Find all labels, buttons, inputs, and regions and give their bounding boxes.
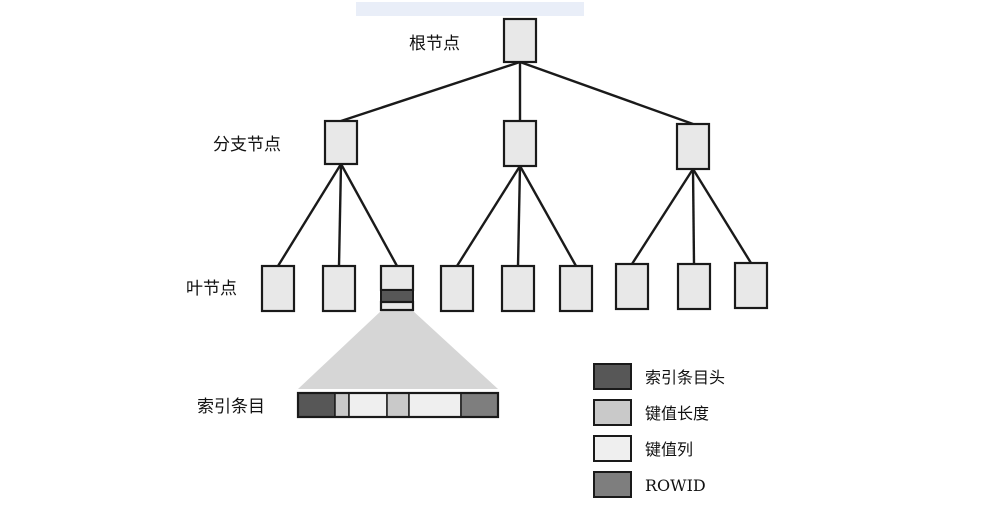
branch-node-3	[675, 122, 711, 171]
legend-swatch-header	[593, 363, 632, 390]
leaf-node-3-entry	[380, 289, 414, 303]
index-entry-bar	[296, 391, 500, 419]
entry-seg-key-column-1	[348, 392, 388, 418]
legend-swatch-key-length	[593, 399, 632, 426]
leaf-node-9	[733, 261, 769, 310]
edge-b1-leaf-1	[276, 163, 343, 267]
root-node	[502, 17, 538, 64]
branch-node-label: 分支节点	[213, 135, 281, 155]
edge-root-branch-1	[340, 60, 521, 123]
edge-b2-leaf-5	[516, 165, 522, 267]
leaf-node-8	[676, 262, 712, 311]
edge-b2-leaf-6	[518, 165, 578, 267]
edge-b3-leaf-8	[691, 168, 696, 265]
legend-label-header: 索引条目头	[645, 368, 725, 387]
edge-b1-leaf-2	[337, 163, 343, 267]
branch-node-2	[502, 119, 538, 168]
entry-bar-outline	[296, 391, 500, 419]
leaf-node-1	[260, 264, 296, 313]
edge-b3-leaf-9	[691, 168, 753, 264]
leaf-node-3-tail	[379, 300, 415, 312]
entry-seg-key-column-2	[408, 392, 462, 418]
zoom-projection	[298, 310, 498, 389]
edge-b3-leaf-7	[630, 168, 695, 265]
leaf-node-4	[439, 264, 475, 313]
index-entry-label: 索引条目	[197, 397, 265, 417]
legend-label-key-column: 键值列	[645, 440, 693, 459]
leaf-node-3	[379, 264, 415, 292]
top-highlight-strip	[356, 2, 584, 16]
edge-root-branch-3	[519, 60, 694, 126]
entry-seg-header	[297, 392, 336, 418]
leaf-node-5	[500, 264, 536, 313]
root-node-label: 根节点	[409, 34, 460, 54]
branch-node-1	[323, 119, 359, 166]
legend-swatch-rowid	[593, 471, 632, 498]
entry-seg-key-length-2	[386, 392, 410, 418]
edge-b2-leaf-4	[455, 165, 522, 267]
leaf-node-6	[558, 264, 594, 313]
leaf-node-2	[321, 264, 357, 313]
legend: 索引条目头 键值长度 键值列 ROWID	[593, 363, 725, 498]
leaf-node-label: 叶节点	[186, 279, 237, 299]
entry-seg-key-length-1	[334, 392, 350, 418]
legend-label-key-length: 键值长度	[645, 404, 709, 423]
legend-label-rowid: ROWID	[645, 476, 706, 495]
entry-seg-rowid	[460, 392, 499, 418]
edge-b1-leaf-3	[339, 163, 399, 267]
leaf-node-7	[614, 262, 650, 311]
legend-swatch-key-column	[593, 435, 632, 462]
